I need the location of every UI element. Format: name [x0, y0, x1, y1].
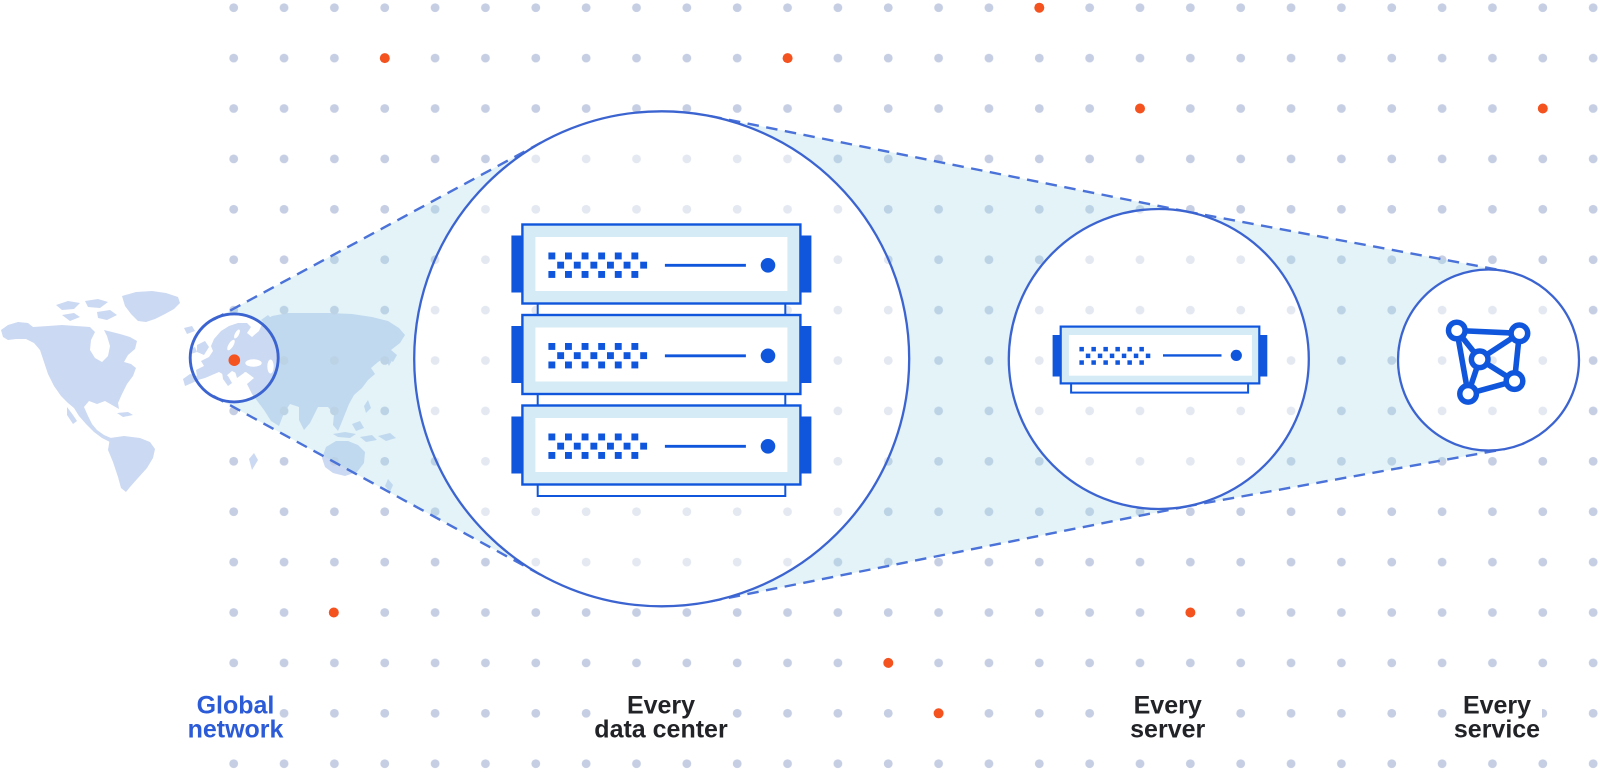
svg-text:server: server — [1130, 716, 1205, 744]
svg-text:Every: Every — [1463, 691, 1531, 719]
svg-text:Global: Global — [197, 691, 275, 719]
svg-text:data center: data center — [594, 716, 728, 744]
svg-text:Every: Every — [627, 691, 695, 719]
svg-text:service: service — [1454, 716, 1540, 744]
svg-text:Every: Every — [1134, 691, 1202, 719]
svg-text:network: network — [188, 716, 284, 744]
